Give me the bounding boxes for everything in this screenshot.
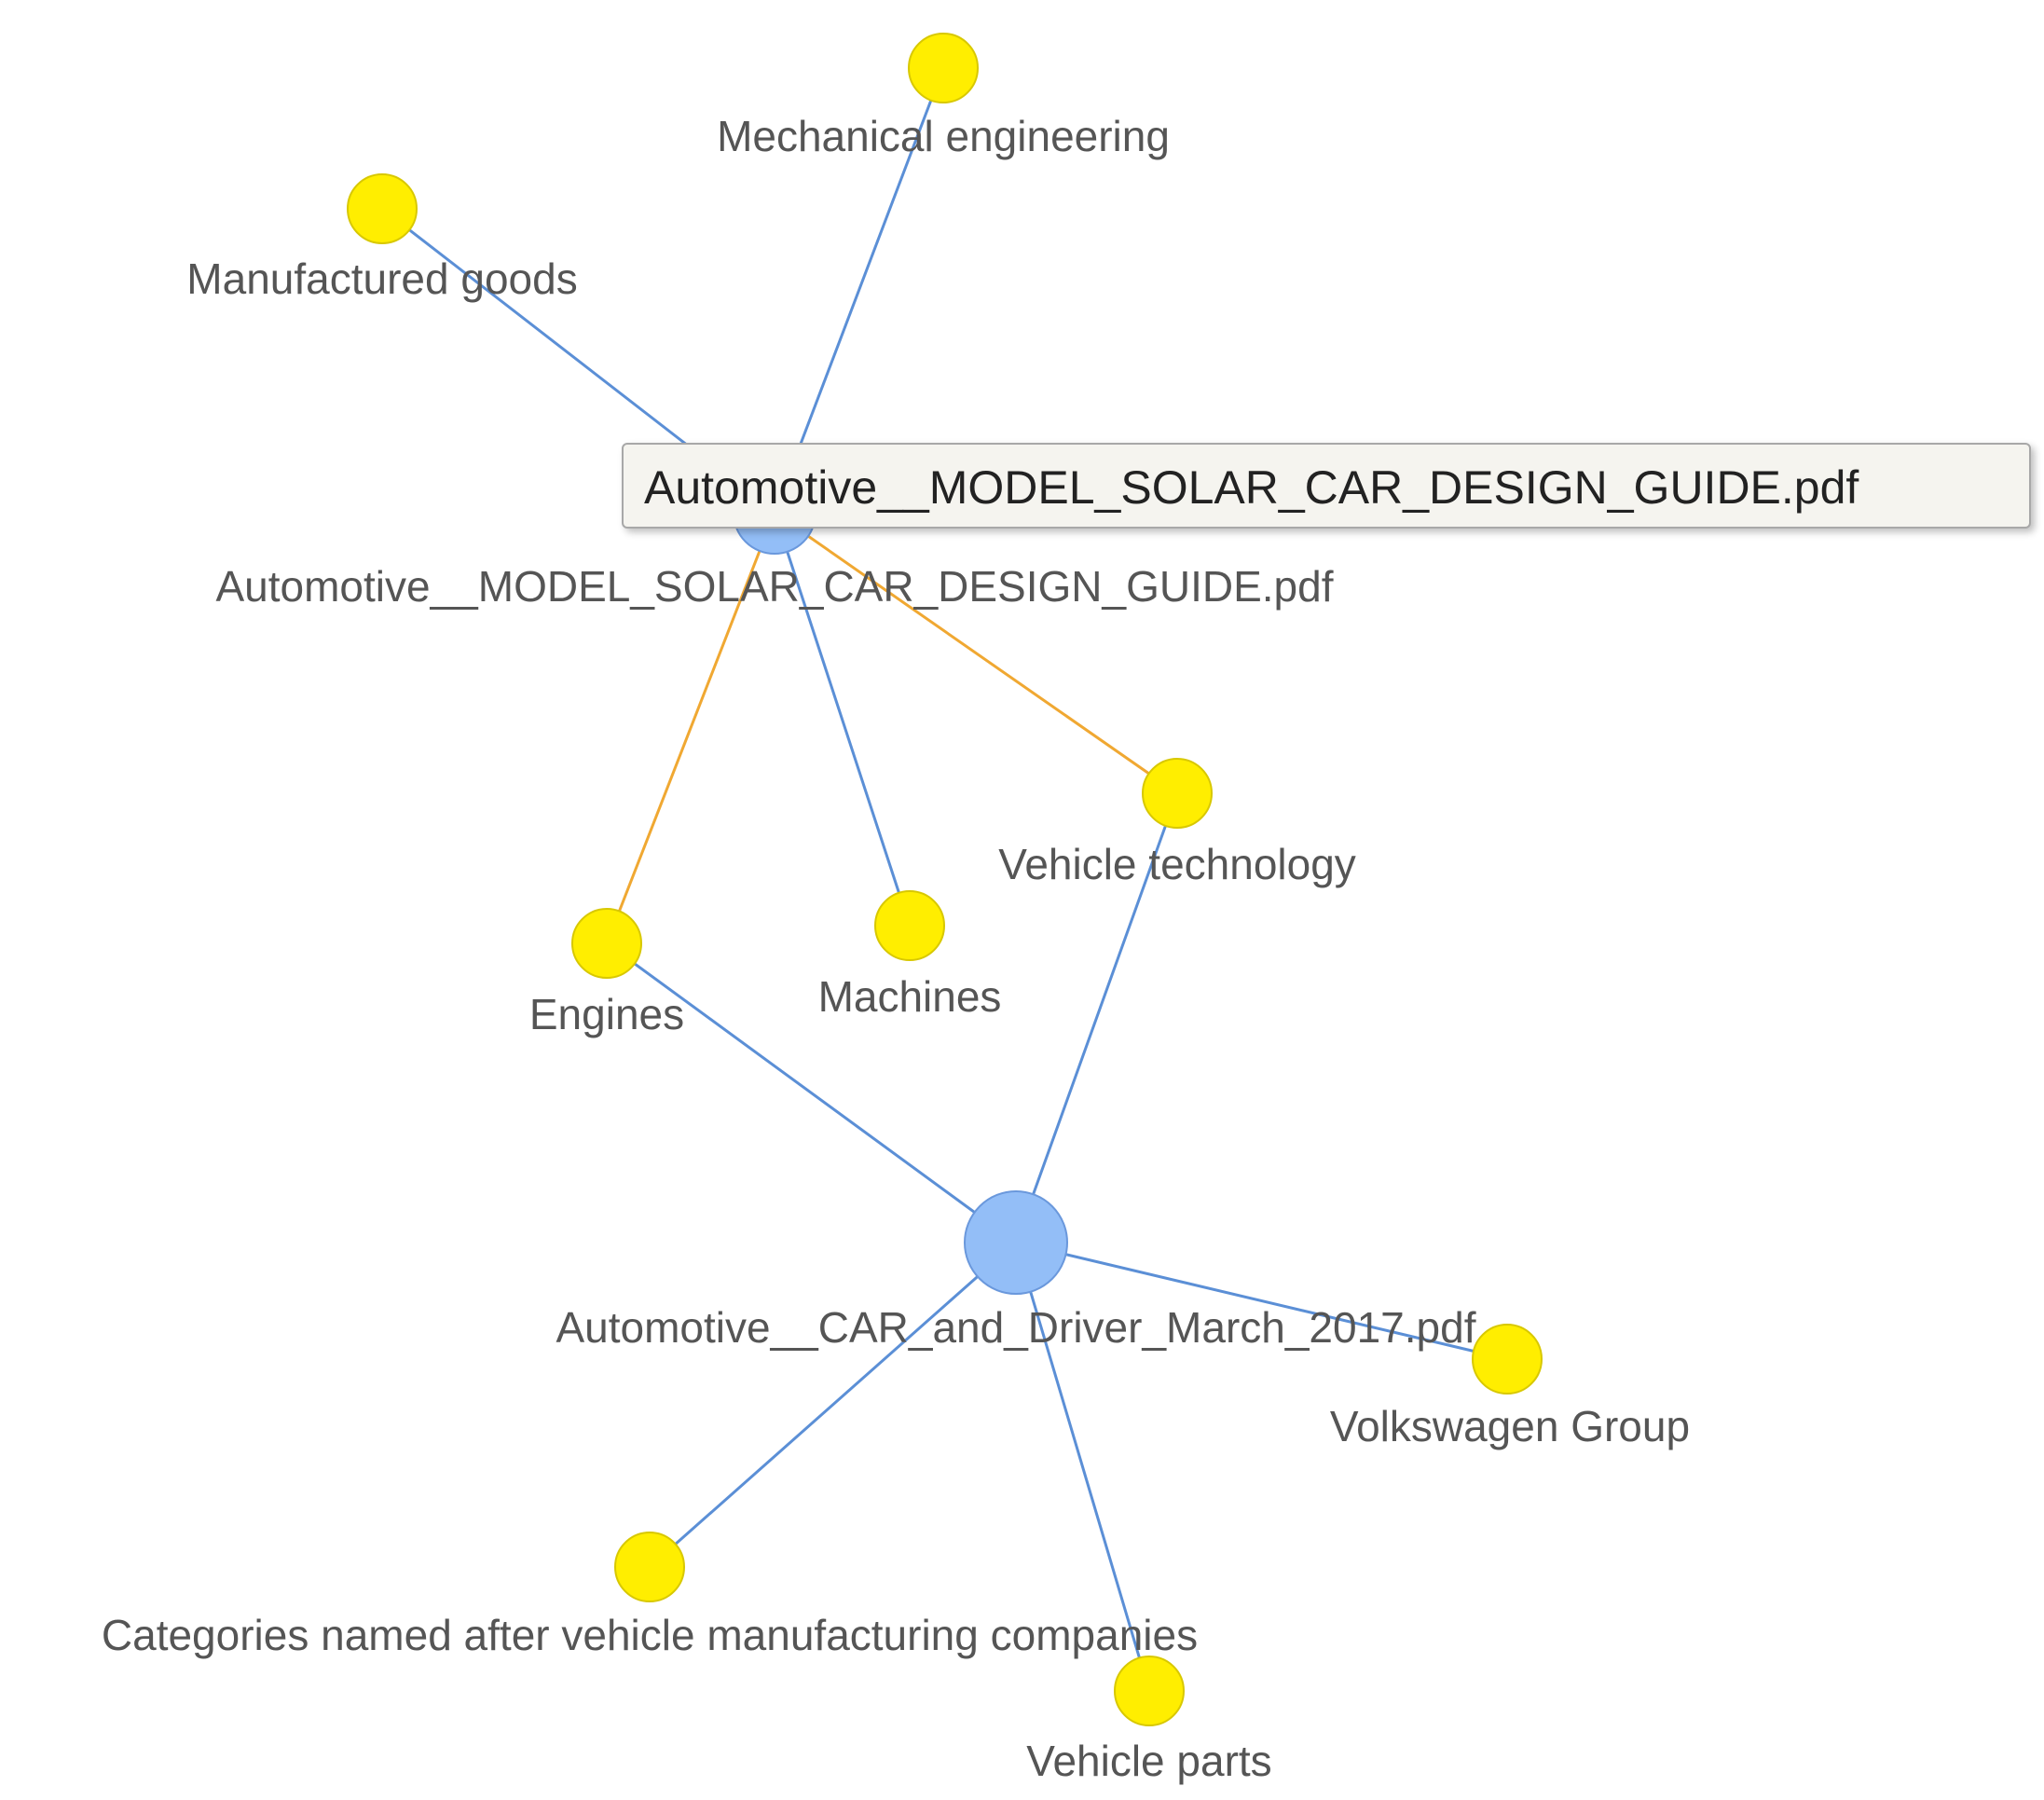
category-node-manuf[interactable] bbox=[347, 173, 418, 244]
labels-layer: Automotive__MODEL_SOLAR_CAR_DESIGN_GUIDE… bbox=[102, 112, 1690, 1785]
edge-doc2-vparts bbox=[1014, 1242, 1151, 1692]
node-label-vparts: Vehicle parts bbox=[1026, 1737, 1271, 1785]
category-node-machines[interactable] bbox=[874, 890, 945, 961]
node-tooltip: Automotive__MODEL_SOLAR_CAR_DESIGN_GUIDE… bbox=[622, 443, 2031, 529]
node-label-machines: Machines bbox=[818, 972, 1002, 1021]
node-label-engines: Engines bbox=[529, 990, 684, 1038]
node-label-catnamed: Categories named after vehicle manufactu… bbox=[102, 1611, 1198, 1659]
document-node-doc2[interactable] bbox=[964, 1190, 1068, 1295]
category-node-vparts[interactable] bbox=[1114, 1656, 1185, 1726]
category-node-engines[interactable] bbox=[571, 908, 642, 979]
category-node-catnamed[interactable] bbox=[614, 1532, 685, 1602]
category-node-vtech[interactable] bbox=[1142, 758, 1213, 829]
category-node-vw[interactable] bbox=[1472, 1324, 1543, 1395]
node-label-doc1: Automotive__MODEL_SOLAR_CAR_DESIGN_GUIDE… bbox=[215, 562, 1333, 611]
node-label-doc2: Automotive__CAR_and_Driver_March_2017.pd… bbox=[556, 1303, 1475, 1352]
node-label-vw: Volkswagen Group bbox=[1330, 1402, 1690, 1450]
node-label-mech: Mechanical engineering bbox=[717, 112, 1170, 160]
edge-doc1-vtech bbox=[774, 511, 1178, 795]
edge-doc2-engines bbox=[606, 941, 1017, 1244]
edge-doc2-vw bbox=[1015, 1241, 1508, 1361]
node-label-vtech: Vehicle technology bbox=[998, 840, 1356, 888]
node-label-manuf: Manufactured goods bbox=[186, 254, 577, 303]
edge-doc1-mech bbox=[773, 67, 945, 514]
edge-doc2-vtech bbox=[1014, 792, 1179, 1244]
category-node-mech[interactable] bbox=[908, 33, 979, 103]
edge-doc1-engines bbox=[605, 512, 776, 944]
edge-doc2-catnamed bbox=[649, 1241, 1017, 1569]
edge-doc1-machines bbox=[773, 512, 912, 927]
